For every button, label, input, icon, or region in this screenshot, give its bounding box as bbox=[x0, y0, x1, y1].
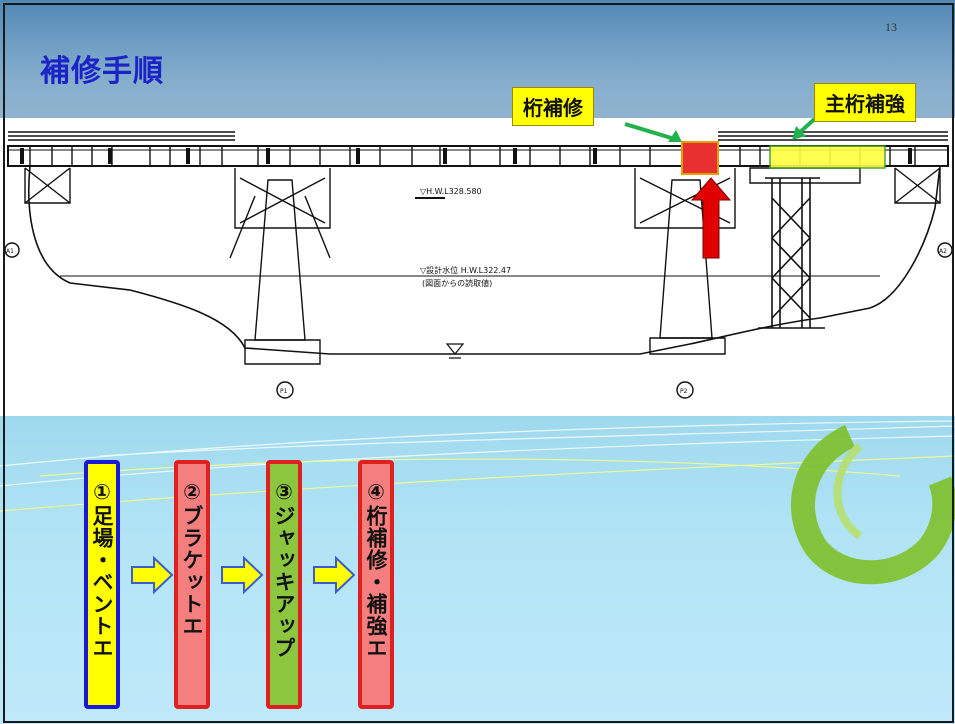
pier-label-p2: P2 bbox=[680, 388, 688, 395]
pier-label-p1: P1 bbox=[280, 388, 288, 395]
bent-frame-right bbox=[749, 167, 861, 184]
step-3-label: ③ジャッキアップ bbox=[272, 480, 296, 659]
green-arrow-girder-repair-head bbox=[668, 130, 682, 142]
page-number: 13 bbox=[885, 20, 897, 34]
temporary-bent-tower bbox=[758, 177, 825, 329]
girder-repair-highlight bbox=[681, 141, 719, 175]
deck-top-rail-left bbox=[8, 131, 235, 141]
pier-label-a2: A2 bbox=[939, 248, 947, 255]
pier-marker-p1 bbox=[276, 381, 294, 399]
step-2-bracket: ②ブラケットエ bbox=[174, 460, 210, 709]
bent-right bbox=[894, 167, 941, 204]
flow-arrow-3 bbox=[313, 555, 356, 595]
title-band bbox=[0, 0, 955, 118]
pier-marker-a1 bbox=[4, 242, 20, 258]
callout-main-girder-reinforcement: 主桁補強 bbox=[814, 83, 916, 122]
green-arrow-girder-repair bbox=[624, 122, 679, 142]
bridge-drawing-area: ▽H.W.L328.580 ▽設計水位 H.W.L322.47 (図面からの読取… bbox=[0, 112, 955, 416]
bent-p1 bbox=[229, 168, 331, 259]
green-arrow-reinforcement-head bbox=[792, 126, 806, 140]
main-girder-reinforcement-highlight bbox=[769, 145, 886, 169]
main-girder bbox=[7, 145, 949, 167]
step-3-jack-up: ③ジャッキアップ bbox=[266, 460, 302, 709]
green-swirl-logo bbox=[791, 425, 955, 585]
bent-left bbox=[24, 167, 71, 204]
callout-girder-repair: 桁補修 bbox=[512, 87, 594, 126]
slide-title: 補修手順 bbox=[40, 54, 164, 89]
girder-heavy-posts bbox=[20, 148, 912, 164]
flow-arrow-2 bbox=[221, 555, 264, 595]
pier-marker-p2 bbox=[676, 381, 694, 399]
pier-p2-footing bbox=[649, 337, 726, 355]
deck-top-rail-right bbox=[718, 131, 948, 141]
pier-label-a1: A1 bbox=[6, 248, 14, 255]
pier-p1 bbox=[254, 179, 306, 341]
hwl-label: ▽H.W.L328.580 bbox=[420, 187, 482, 196]
pier-p1-footing bbox=[244, 339, 321, 365]
step-4-label: ④桁補修・補強エ bbox=[364, 480, 388, 659]
step-2-label: ②ブラケットエ bbox=[180, 480, 204, 637]
bridge-elevation-drawing: ▽H.W.L328.580 ▽設計水位 H.W.L322.47 (図面からの読取… bbox=[4, 112, 953, 399]
water-symbol bbox=[445, 343, 465, 359]
ground-profile bbox=[27, 165, 941, 355]
step-1-scaffold-bent: ①足場・ベントエ bbox=[84, 460, 120, 709]
step-1-label: ①足場・ベントエ bbox=[90, 480, 114, 659]
flow-arrow-1 bbox=[131, 555, 174, 595]
design-wl-note: (図面からの読取値) bbox=[422, 278, 492, 288]
step-4-girder-repair-reinforcement: ④桁補修・補強エ bbox=[358, 460, 394, 709]
jack-up-arrow bbox=[690, 177, 732, 259]
design-wl-label: ▽設計水位 H.W.L322.47 bbox=[420, 265, 511, 275]
